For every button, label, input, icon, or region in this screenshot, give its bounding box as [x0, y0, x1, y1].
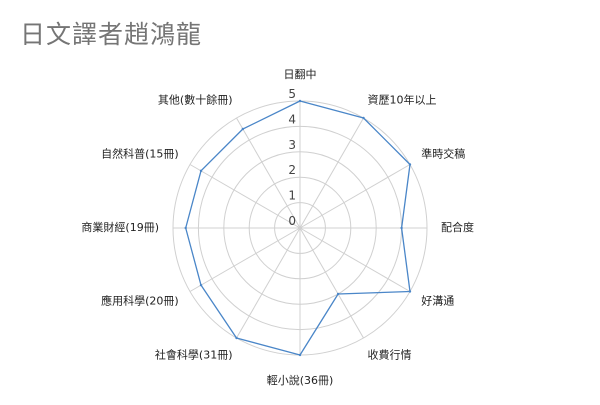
- grid-spoke: [299, 227, 411, 292]
- radial-tick-label: 5: [288, 87, 296, 101]
- data-point: [235, 336, 238, 340]
- data-point: [184, 226, 187, 230]
- grid-spoke: [189, 227, 301, 292]
- grid-spoke: [299, 227, 364, 339]
- radial-tick-label: 4: [288, 112, 296, 126]
- category-label: 準時交稿: [421, 147, 465, 161]
- radar-series: [184, 99, 412, 357]
- grid-spoke: [236, 117, 301, 229]
- data-point: [400, 226, 403, 230]
- grid-spoke: [299, 164, 411, 229]
- grid-spoke: [189, 164, 301, 229]
- category-label: 其他(數十餘冊): [158, 93, 233, 107]
- data-point: [408, 163, 412, 166]
- category-label: 自然科普(15冊): [101, 147, 179, 161]
- category-label: 應用科學(20冊): [101, 294, 179, 308]
- grid-spoke: [299, 117, 364, 229]
- category-label: 商業財經(19冊): [81, 220, 159, 234]
- category-label: 輕小說(36冊): [267, 373, 334, 387]
- data-point: [336, 292, 340, 296]
- data-point: [241, 127, 245, 131]
- data-point: [362, 116, 365, 120]
- radial-tick-label: 3: [288, 138, 296, 152]
- category-label: 日翻中: [284, 67, 317, 81]
- data-point: [199, 283, 203, 287]
- data-point: [408, 290, 412, 293]
- radar-grid: [172, 100, 428, 356]
- data-point: [298, 353, 302, 357]
- data-point: [298, 99, 302, 103]
- radial-tick-label: 2: [288, 163, 296, 177]
- chart-title: 日文譯者趙鴻龍: [20, 20, 203, 49]
- grid-spoke: [236, 227, 301, 339]
- data-point: [199, 169, 203, 173]
- radial-ticks: 0 1 2 3 4 5: [288, 87, 296, 228]
- category-label: 好溝通: [421, 294, 454, 308]
- category-label: 配合度: [441, 220, 474, 234]
- radial-tick-label: 0: [288, 214, 296, 228]
- category-label: 資歷10年以上: [368, 93, 437, 107]
- category-label: 社會科學(31冊): [155, 347, 233, 361]
- category-label: 收費行情: [368, 347, 412, 361]
- radial-tick-label: 1: [288, 189, 296, 203]
